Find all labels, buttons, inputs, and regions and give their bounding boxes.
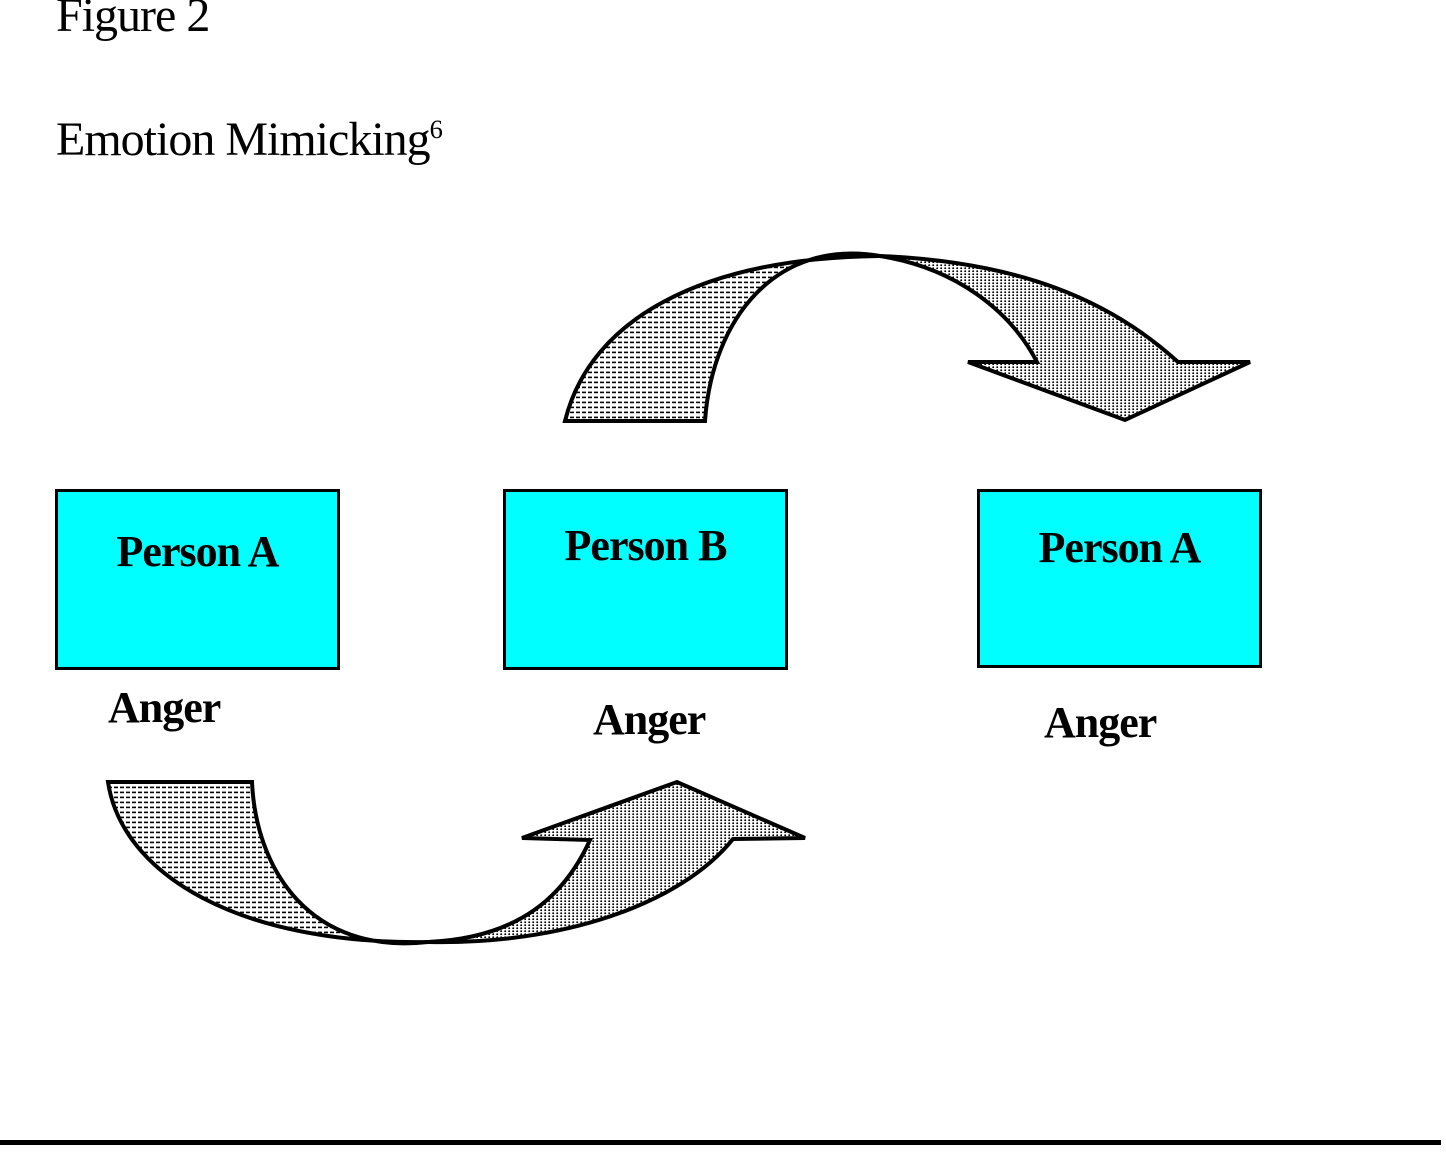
figure-title: Emotion Mimicking6 — [56, 112, 443, 167]
person-box-right-label: Person A — [1038, 523, 1202, 572]
bottom-curved-arrow-icon — [105, 779, 806, 946]
page-divider-rule — [0, 1140, 1441, 1145]
figure-caption: Figure 2 — [56, 0, 210, 42]
bottom-curved-arrow-tail-band — [105, 780, 429, 946]
person-box-left: Person A — [55, 489, 340, 670]
figure-title-text: Emotion Mimicking — [56, 113, 431, 166]
title-superscript: 6 — [429, 114, 443, 144]
person-box-middle-label: Person B — [564, 521, 728, 570]
emotion-label-right: Anger — [1044, 698, 1157, 747]
top-curved-arrow-head-band — [879, 254, 1251, 423]
person-box-middle: Person B — [503, 489, 788, 670]
top-curved-arrow-tail-band — [562, 251, 881, 423]
bottom-curved-arrow-head-band — [427, 779, 806, 945]
top-curved-arrow-icon — [562, 251, 1251, 423]
person-box-left-label: Person A — [116, 527, 280, 576]
emotion-label-left: Anger — [108, 683, 221, 732]
person-box-right: Person A — [977, 489, 1262, 668]
emotion-label-middle: Anger — [593, 695, 706, 744]
